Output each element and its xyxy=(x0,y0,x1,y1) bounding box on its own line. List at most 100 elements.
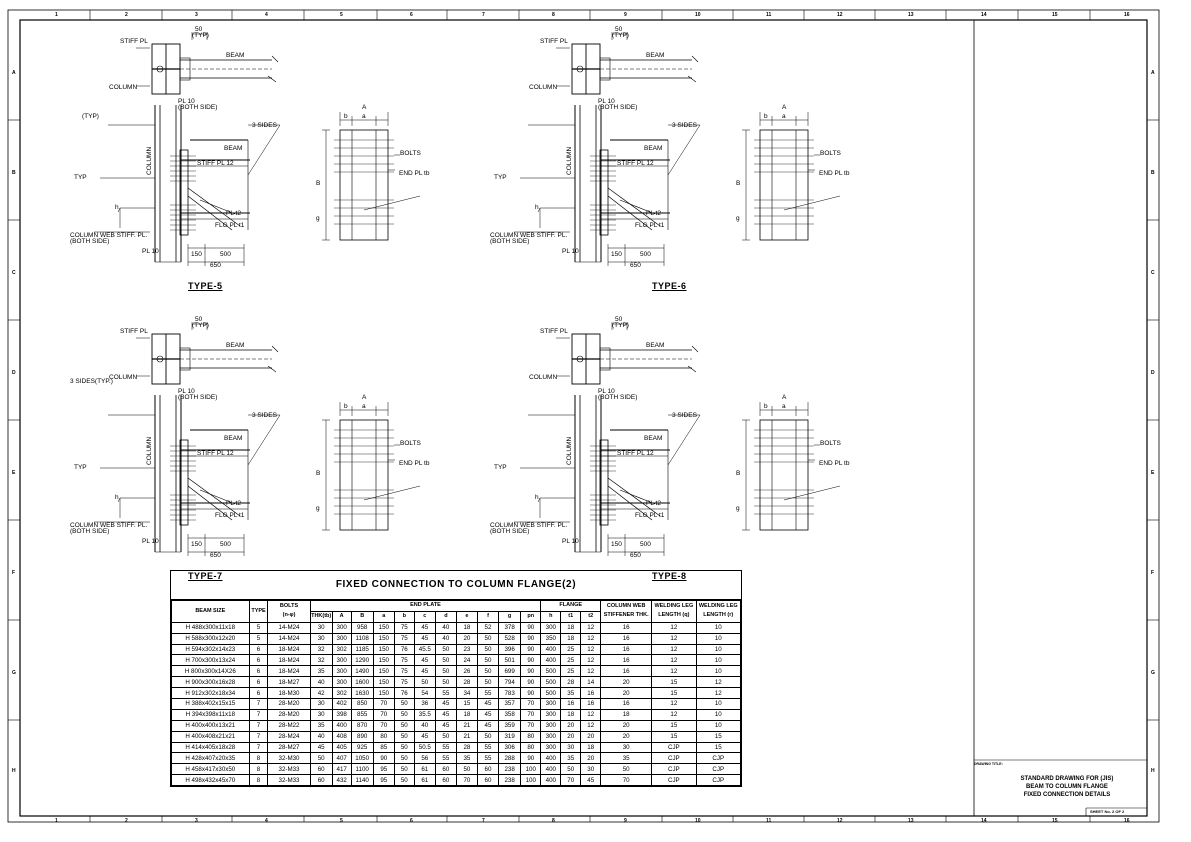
grid-col-16: 16 xyxy=(1124,818,1130,824)
header-end-plate: END PLATE xyxy=(309,600,542,612)
detail-label-colvert: COLUMN xyxy=(146,146,153,175)
grid-row-F: F xyxy=(12,570,16,576)
detail-label-d150: 150 xyxy=(611,251,622,258)
subheader-13: t2 xyxy=(580,610,602,623)
detail-label-dA: A xyxy=(782,104,787,111)
table-cell: 50 xyxy=(309,752,333,765)
table-cell: 76 xyxy=(393,687,415,700)
table-cell: 32-M33 xyxy=(267,774,311,787)
table-cell: 15 xyxy=(651,719,697,732)
table-cell: 1108 xyxy=(350,632,374,645)
detail-label-typ: (TYP) xyxy=(612,32,629,39)
detail-label-pl10: PL 10 xyxy=(178,388,195,395)
table-cell: 50 xyxy=(393,752,415,765)
table-cell: CJP xyxy=(651,763,697,776)
table-cell: 75 xyxy=(393,676,415,689)
detail-label-dim50: 50 xyxy=(615,316,623,323)
detail-label-dB: B xyxy=(316,180,321,187)
table-cell: 300 xyxy=(540,708,562,721)
table-cell: 35 xyxy=(560,752,582,765)
grid-col-2: 2 xyxy=(125,818,128,824)
detail-label-colweb: COLUMN WEB STIFF. PL. xyxy=(70,232,148,239)
table-cell: 18 xyxy=(560,708,582,721)
grid-col-4: 4 xyxy=(265,818,268,824)
subheader-5: c xyxy=(413,610,436,623)
table-cell: 23 xyxy=(455,643,478,656)
detail-label-column: COLUMN xyxy=(109,84,138,91)
table-cell: CJP xyxy=(651,774,697,787)
table-cell: 50 xyxy=(560,763,582,776)
table-cell: 55 xyxy=(476,687,500,700)
table-cell: 12 xyxy=(580,632,602,645)
table-cell: 12 xyxy=(651,643,697,656)
grid-row-E: E xyxy=(12,470,16,476)
table-cell: 12 xyxy=(580,708,602,721)
table-cell: 150 xyxy=(372,621,395,634)
grid-row-A: A xyxy=(12,70,16,76)
table-cell: 25 xyxy=(560,665,582,678)
table-cell: 150 xyxy=(372,643,395,656)
detail-label-stiff12: STIFF PL 12 xyxy=(197,160,234,167)
detail-label-h: h xyxy=(115,204,119,211)
table-cell: 28-M27 xyxy=(267,741,311,754)
table-cell: H 400x400x13x21 xyxy=(171,719,250,732)
table-cell: 55 xyxy=(476,741,500,754)
detail-type-title: TYPE-8 xyxy=(652,571,687,581)
table-cell: 400 xyxy=(540,763,562,776)
table-cell: 10 xyxy=(695,643,742,656)
table-cell: 8 xyxy=(248,752,269,765)
table-cell: 16 xyxy=(580,687,602,700)
subheader-12: t1 xyxy=(560,610,582,623)
grid-col-7: 7 xyxy=(482,12,485,18)
detail-label-pl10b: PL 10 xyxy=(142,248,159,255)
grid-col-13: 13 xyxy=(908,818,914,824)
sheet-number: SHEET No. 2 OF 2 xyxy=(1090,809,1125,814)
detail-label-stiff12: STIFF PL 12 xyxy=(197,450,234,457)
table-cell: 14-M24 xyxy=(267,621,311,634)
header-weld-q-1: WELDING LEG xyxy=(654,603,694,610)
detail-label-bothside: (BOTH SIDE) xyxy=(178,104,218,111)
grid-col-10: 10 xyxy=(695,12,701,18)
detail-label-sides3typ: 3 SIDES(TYP.) xyxy=(70,378,113,385)
title-line-3: FIXED CONNECTION DETAILS xyxy=(1023,792,1111,798)
table-cell: 12 xyxy=(580,665,602,678)
detail-label-typ2: TYP xyxy=(74,174,87,181)
detail-label-d650: 650 xyxy=(630,262,641,269)
detail-label-beam2: BEAM xyxy=(644,435,663,442)
table-cell: H 900x300x16x28 xyxy=(171,676,250,689)
detail-label-typ2: TYP xyxy=(74,464,87,471)
detail-label-da: a xyxy=(362,403,366,410)
table-cell: 10 xyxy=(695,654,742,667)
grid-col-1: 1 xyxy=(55,818,58,824)
detail-label-colvert: COLUMN xyxy=(146,436,153,465)
table-cell: 50 xyxy=(434,676,457,689)
table-cell: 50 xyxy=(434,730,457,743)
table-cell: 30 xyxy=(309,632,333,645)
table-cell: 45 xyxy=(476,708,500,721)
grid-col-9: 9 xyxy=(624,818,627,824)
table-cell: 70 xyxy=(560,774,582,787)
detail-label-da: a xyxy=(782,113,786,120)
table-cell: 50 xyxy=(393,730,415,743)
table-cell: 40 xyxy=(413,719,436,732)
table-cell: 28-M24 xyxy=(267,730,311,743)
table-cell: 21 xyxy=(455,730,478,743)
table-cell: 70 xyxy=(520,719,542,732)
table-cell: 6 xyxy=(248,643,269,656)
table-cell: 60 xyxy=(309,763,333,776)
table-cell: 50 xyxy=(393,763,415,776)
table-cell: 42 xyxy=(309,687,333,700)
detail-label-bothside: (BOTH SIDE) xyxy=(178,394,218,401)
table-cell: 70 xyxy=(520,698,542,710)
subheader-4: b xyxy=(393,610,415,623)
header-type: TYPE xyxy=(248,600,269,623)
detail-label-dB: B xyxy=(316,470,321,477)
detail-label-h: h xyxy=(535,204,539,211)
grid-col-12: 12 xyxy=(837,818,843,824)
